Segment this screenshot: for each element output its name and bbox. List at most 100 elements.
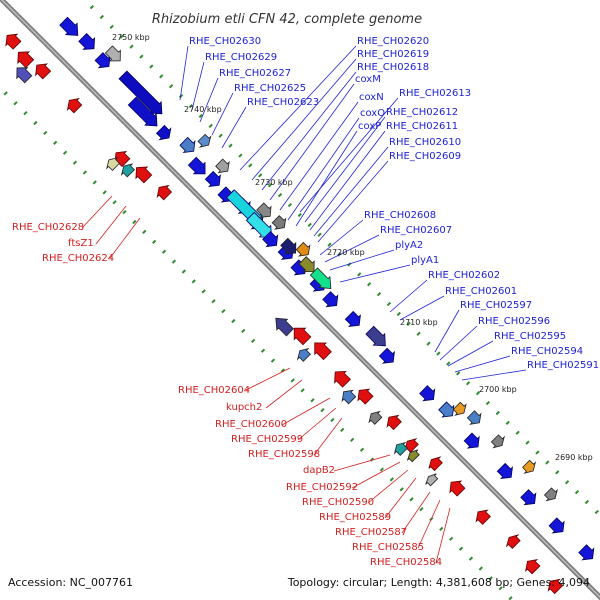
forward-gene-arrow <box>245 211 272 239</box>
forward-gene-arrow <box>490 434 505 449</box>
tick-dot <box>201 289 206 294</box>
forward-gene-arrow <box>59 16 79 36</box>
tick-dot <box>92 180 97 185</box>
tick-dot <box>152 239 157 244</box>
gene-label: RHE_CH02618 <box>357 62 429 73</box>
forward-gene-arrow <box>271 215 287 230</box>
tick-dot <box>99 14 104 20</box>
tick-dot <box>277 193 283 198</box>
tick-dot <box>350 437 355 442</box>
gene-label: RHE_CH02610 <box>389 137 461 148</box>
reverse-gene-arrow <box>425 473 439 487</box>
gene-label: RHE_CH02625 <box>234 83 306 94</box>
gene-label: RHE_CH02591 <box>527 360 599 371</box>
tick-dot <box>458 546 464 551</box>
tick-dot <box>330 417 335 423</box>
gene-label: RHE_CH02607 <box>380 225 452 236</box>
tick-dot <box>545 460 550 465</box>
forward-gene-arrow <box>197 133 212 148</box>
tick-dot <box>419 506 424 512</box>
gene-label: RHE_CH02585 <box>352 542 424 553</box>
tick-label-2720: 2720 kbp <box>327 248 365 257</box>
tick-dot <box>307 222 312 227</box>
gene-label: RHE_CH02628 <box>12 222 84 233</box>
reverse-gene-arrow <box>156 184 173 201</box>
tick-dot <box>161 249 167 254</box>
tick-dot <box>228 143 233 148</box>
tick-dot <box>495 410 500 416</box>
tick-label-2710: 2710 kbp <box>400 318 438 327</box>
leader-line <box>199 77 219 123</box>
tick-dot <box>218 133 223 138</box>
tick-dot <box>475 391 481 396</box>
tick-label-2700: 2700 kbp <box>479 385 517 394</box>
leader-line <box>211 92 234 136</box>
tick-dot <box>508 596 513 600</box>
gene-label: ftsZ1 <box>68 238 94 249</box>
tick-dot <box>112 200 117 205</box>
gene-label: RHE_CH02600 <box>215 419 287 430</box>
tick-dot <box>515 430 520 435</box>
tick-dot <box>406 321 411 326</box>
forward-gene-arrow <box>298 256 315 273</box>
tick-dot <box>258 173 263 178</box>
leader-line <box>221 106 247 149</box>
gene-label: coxP <box>358 121 381 132</box>
gene-label: coxM <box>355 74 381 85</box>
tick-dot <box>122 210 127 215</box>
forward-gene-arrow <box>378 347 395 364</box>
forward-gene-arrow <box>204 170 221 188</box>
tick-dot <box>300 388 305 393</box>
leader-line <box>384 477 417 519</box>
leader-line <box>399 295 445 321</box>
gene-label: plyA2 <box>395 240 423 251</box>
forward-gene-arrow <box>187 156 206 175</box>
forward-gene-arrow <box>438 401 455 418</box>
forward-gene-arrow <box>262 231 279 248</box>
tick-dot <box>340 427 345 433</box>
reverse-gene-arrow <box>357 388 374 405</box>
leader-line <box>287 117 360 221</box>
reverse-gene-arrow <box>66 97 83 114</box>
gene-label: RHE_CH02592 <box>286 482 358 493</box>
genome-summary-text: Topology: circular; Length: 4,381,608 bp… <box>287 576 590 589</box>
forward-gene-arrow <box>309 267 332 289</box>
map-title: Rhizobium etli CFN 42, complete genome <box>152 12 422 27</box>
tick-dot <box>396 311 401 317</box>
tick-dot <box>468 556 474 561</box>
tick-dot <box>478 566 483 571</box>
leader-line <box>269 83 355 201</box>
leader-line <box>417 499 441 549</box>
tick-dot <box>43 130 48 136</box>
tick-dot <box>62 150 68 155</box>
leader-line <box>95 205 127 245</box>
tick-dot <box>525 440 530 445</box>
tick-dot <box>33 120 38 126</box>
forward-gene-arrow <box>295 241 311 257</box>
gene-label: RHE_CH02627 <box>219 68 291 79</box>
gene-label: RHE_CH02589 <box>319 512 391 523</box>
tick-dot <box>231 318 236 324</box>
reverse-gene-arrow <box>17 51 35 69</box>
reverse-gene-arrow <box>475 509 491 525</box>
tick-dot <box>439 526 444 532</box>
leader-line <box>179 45 189 101</box>
tick-dot <box>198 113 203 119</box>
tick-dot <box>416 331 421 336</box>
reverse-gene-arrow <box>106 156 121 171</box>
leader-line <box>191 61 205 111</box>
leader-line <box>281 397 331 426</box>
leader-line <box>447 340 494 367</box>
tick-dot <box>260 348 266 353</box>
tick-dot <box>584 499 590 505</box>
label-leader-lines <box>81 45 527 564</box>
leader-line <box>339 264 411 283</box>
leader-line <box>81 195 113 229</box>
tick-dot <box>191 279 196 284</box>
reverse-gene-arrow <box>428 456 443 472</box>
tick-dot <box>379 467 384 472</box>
leader-line <box>299 97 399 213</box>
forward-gene-arrow <box>78 33 96 50</box>
forward-gene-arrow <box>520 489 537 506</box>
